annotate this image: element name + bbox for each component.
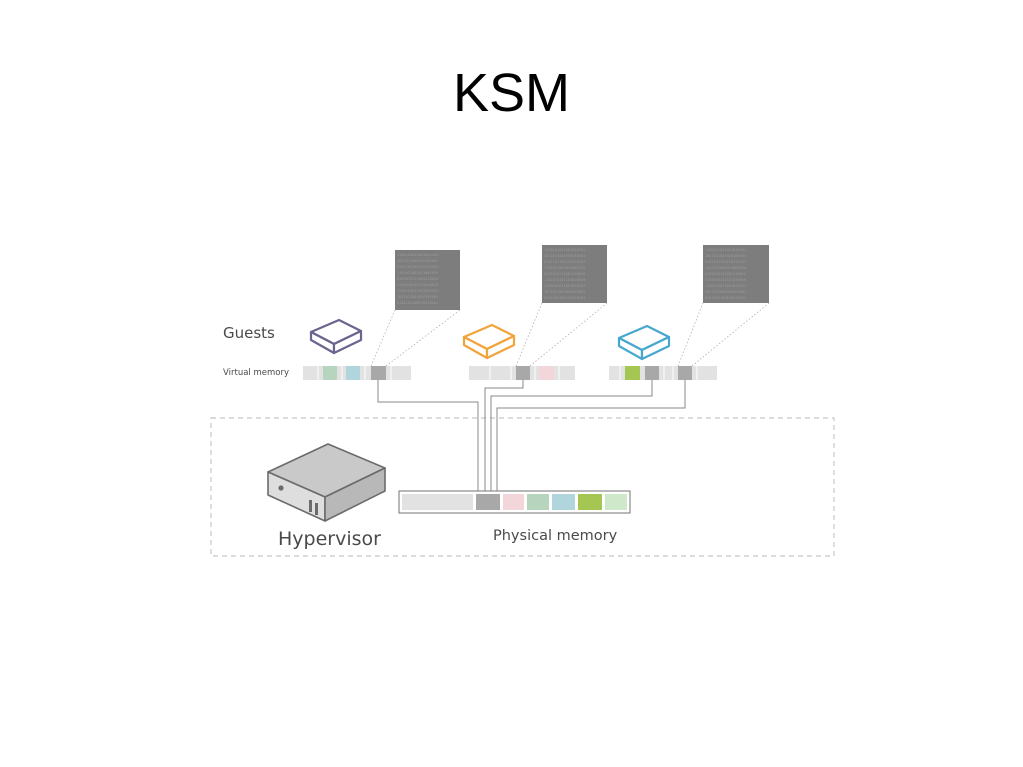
guests-label: Guests — [223, 324, 275, 342]
virtual-memory-label: Virtual memory — [223, 368, 289, 378]
svg-text:1100101011001010101: 1100101011001010101 — [544, 248, 585, 252]
svg-text:0101010111001110010: 0101010111001110010 — [397, 277, 438, 281]
zoom-lines — [370, 302, 770, 367]
svg-text:1011011001010101001: 1011011001010101001 — [544, 290, 585, 294]
svg-text:1011011001010101001: 1011011001010101001 — [397, 259, 438, 263]
binary-block-3: 1100101011001010101 1011011001010101001 … — [703, 245, 769, 303]
guest-1-server-icon — [309, 318, 363, 355]
slide-title: KSM — [452, 63, 571, 123]
physical-memory-bar — [398, 490, 631, 514]
svg-text:0101010111001110010: 0101010111001110010 — [705, 272, 746, 276]
svg-text:1100101011001010101: 1100101011001010101 — [705, 248, 746, 252]
guest-3-server-icon — [617, 324, 671, 361]
hypervisor-label: Hypervisor — [278, 528, 381, 550]
svg-text:1100101011001010101: 1100101011001010101 — [397, 253, 438, 257]
binary-block-1: 1100101011001010101 1011011001010101001 … — [395, 250, 460, 310]
guest-2-virtual-memory — [469, 366, 575, 380]
svg-text:0101010111001110010: 0101010111001110010 — [544, 272, 585, 276]
hypervisor-region — [210, 417, 835, 557]
svg-text:0101101100110110101: 0101101100110110101 — [544, 296, 585, 300]
hypervisor-server-icon — [267, 443, 386, 522]
physical-memory-label: Physical memory — [493, 528, 618, 544]
svg-text:0101101100110110101: 0101101100110110101 — [544, 260, 585, 264]
svg-text:1101011001011001010: 1101011001011001010 — [544, 266, 585, 270]
svg-text:0101101100110110101: 0101101100110110101 — [705, 260, 746, 264]
svg-text:0101101100110110101: 0101101100110110101 — [705, 296, 746, 300]
svg-text:1101010101101010010: 1101010101101010010 — [397, 283, 438, 287]
page-mapping-lines — [377, 380, 686, 492]
svg-text:1101010101101010010: 1101010101101010010 — [544, 278, 585, 282]
svg-text:1101010101101010010: 1101010101101010010 — [705, 278, 746, 282]
svg-text:1100101011001010101: 1100101011001010101 — [397, 289, 438, 293]
svg-text:1011011001010101001: 1011011001010101001 — [544, 254, 585, 258]
svg-text:1011011001010101001: 1011011001010101001 — [705, 254, 746, 258]
svg-text:0101101100110110101: 0101101100110110101 — [397, 301, 438, 305]
binary-block-2: 1100101011001010101 1011011001010101001 … — [542, 245, 607, 303]
guest-3-virtual-memory — [609, 366, 717, 380]
guest-2-server-icon — [462, 323, 516, 360]
svg-text:1011011001010101001: 1011011001010101001 — [397, 295, 438, 299]
svg-text:1011011001010101001: 1011011001010101001 — [705, 290, 746, 294]
svg-text:1100101011001010101: 1100101011001010101 — [544, 284, 585, 288]
svg-text:1101011001011001010: 1101011001011001010 — [397, 271, 438, 275]
svg-text:1101011001011001010: 1101011001011001010 — [705, 266, 746, 270]
svg-text:1100101011001010101: 1100101011001010101 — [705, 284, 746, 288]
svg-text:0101101100110110101: 0101101100110110101 — [397, 265, 438, 269]
guest-1-virtual-memory — [303, 366, 411, 380]
